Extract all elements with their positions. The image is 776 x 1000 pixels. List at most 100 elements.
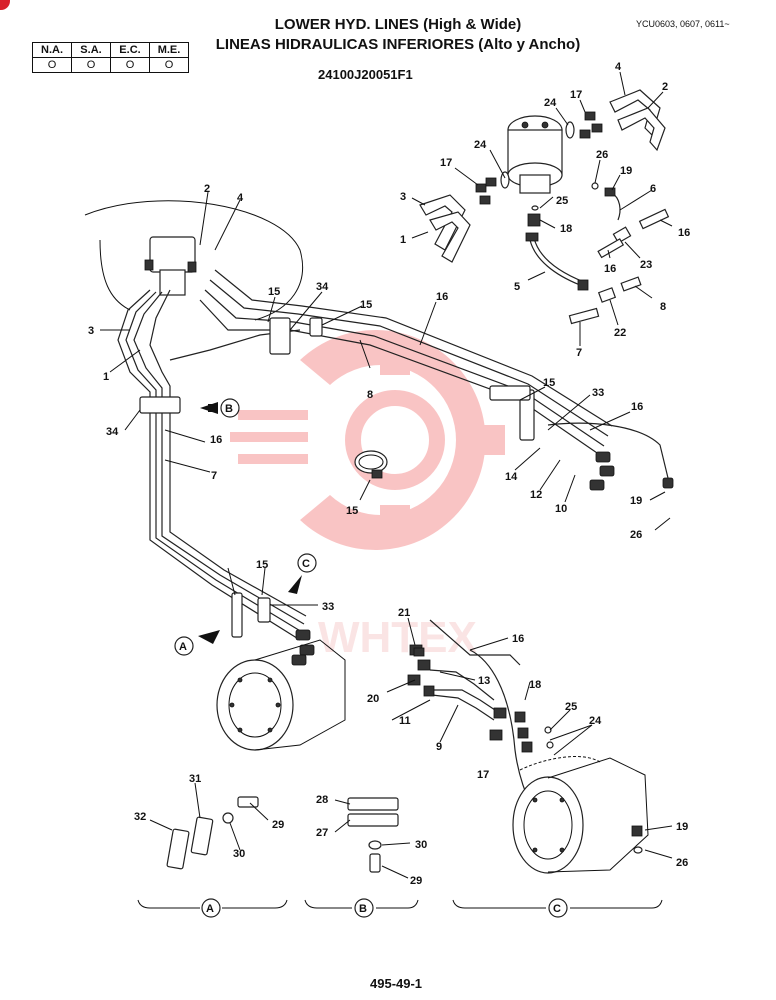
callout-label: 17	[440, 157, 452, 169]
callout-label: 27	[316, 827, 328, 839]
callout-labels: 4 2 24 17 24 17 26 19 6 3 25 1 18 16 16 …	[88, 61, 690, 887]
leader-lines	[100, 71, 673, 879]
right-travel-motor	[512, 756, 649, 874]
serial-reference: YCU0603, 0607, 0611~	[636, 19, 730, 29]
callout-label: 15	[543, 377, 555, 389]
watermark-text: WHTEX	[318, 613, 477, 662]
callout-label: 14	[505, 471, 518, 483]
callout-label: 17	[570, 89, 582, 101]
callout-label: 10	[555, 503, 567, 515]
callout-label: 30	[233, 848, 245, 860]
callout-label: 19	[630, 495, 642, 507]
callout-label: 3	[400, 191, 406, 203]
callout-label: 20	[367, 693, 379, 705]
view-marker-a: A	[179, 641, 187, 653]
callout-label: 26	[676, 857, 688, 869]
exploded-swivel-joint	[507, 115, 563, 194]
view-marker-c: C	[302, 558, 310, 570]
callout-label: 32	[134, 811, 146, 823]
callout-label: 29	[272, 819, 284, 831]
callout-label: 28	[316, 794, 328, 806]
callout-label: 9	[436, 741, 442, 753]
callout-label: 2	[204, 183, 210, 195]
callout-label: 22	[614, 327, 626, 339]
callout-label: 16	[678, 227, 690, 239]
callout-label: 25	[565, 701, 577, 713]
callout-label: 34	[106, 426, 119, 438]
hose-end-fittings	[291, 451, 674, 666]
callout-label: 15	[360, 299, 372, 311]
frame-outline-left	[99, 239, 131, 311]
detail-b-parts	[347, 797, 399, 873]
market-header-ec: E.C.	[110, 42, 150, 58]
callout-label: 19	[620, 165, 632, 177]
page-number: 495-49-1	[370, 976, 423, 991]
callout-label: 33	[592, 387, 604, 399]
callout-label: 16	[604, 263, 616, 275]
frame-outline	[84, 200, 304, 321]
hose-clamps	[139, 317, 535, 638]
callout-label: 1	[400, 234, 406, 246]
callout-label: 26	[596, 149, 608, 161]
callout-label: 19	[676, 821, 688, 833]
exploded-tubes	[419, 89, 666, 291]
callout-label: 25	[556, 195, 568, 207]
section-label-b: B	[359, 903, 367, 915]
market-header-me: M.E.	[149, 42, 189, 58]
callout-label: 34	[316, 281, 329, 293]
callout-label: 2	[662, 81, 668, 93]
callout-label: 4	[237, 192, 244, 204]
callout-label: 31	[189, 773, 201, 785]
callout-label: 8	[660, 301, 666, 313]
callout-label: 16	[512, 633, 524, 645]
callout-label: 16	[631, 401, 643, 413]
callout-label: 24	[589, 715, 602, 727]
view-arrows	[198, 402, 302, 644]
callout-label: 11	[399, 715, 411, 727]
callout-label: 3	[88, 325, 94, 337]
callout-label: 1	[103, 371, 109, 383]
callout-label: 33	[322, 601, 334, 613]
callout-label: 16	[436, 291, 448, 303]
callout-label: 8	[367, 389, 373, 401]
callout-label: 24	[544, 97, 557, 109]
watermark-logo	[230, 329, 505, 550]
callout-label: 4	[615, 61, 622, 73]
callout-label: 7	[211, 470, 217, 482]
detail-a-parts	[166, 796, 259, 870]
callout-label: 30	[415, 839, 427, 851]
callout-label: 18	[560, 223, 572, 235]
center-swivel-joint	[144, 236, 197, 296]
callout-label: 21	[398, 607, 410, 619]
small-fittings	[475, 111, 670, 325]
section-label-c: C	[553, 903, 561, 915]
market-table: N.A. S.A. E.C. M.E. O O O O	[32, 42, 189, 73]
callout-label: 13	[478, 675, 490, 687]
callout-label: 5	[514, 281, 520, 293]
left-travel-motor	[216, 639, 346, 751]
callout-label: 17	[477, 769, 489, 781]
main-hose-bundle	[117, 269, 669, 641]
callout-label: 26	[630, 529, 642, 541]
corner-marker	[0, 0, 10, 10]
assembly-part-number: 24100J20051F1	[318, 67, 413, 82]
title-spanish: LINEAS HIDRAULICAS INFERIORES (Alto y An…	[215, 36, 581, 53]
title-english: LOWER HYD. LINES (High & Wide)	[274, 16, 522, 33]
callout-label: 15	[256, 559, 268, 571]
market-value-me: O	[149, 57, 189, 73]
section-label-a: A	[206, 903, 214, 915]
callout-label: 24	[474, 139, 487, 151]
callout-label: 15	[346, 505, 358, 517]
callout-label: 16	[210, 434, 222, 446]
callout-label: 6	[650, 183, 656, 195]
view-marker-b: B	[225, 403, 233, 415]
callout-label: 18	[529, 679, 541, 691]
callout-label: 29	[410, 875, 422, 887]
callout-label: 15	[268, 286, 280, 298]
section-brackets	[137, 398, 663, 918]
callout-label: 7	[576, 347, 582, 359]
loose-hose-clamp	[354, 450, 388, 479]
callout-label: 12	[530, 489, 542, 501]
callout-label: 23	[640, 259, 652, 271]
